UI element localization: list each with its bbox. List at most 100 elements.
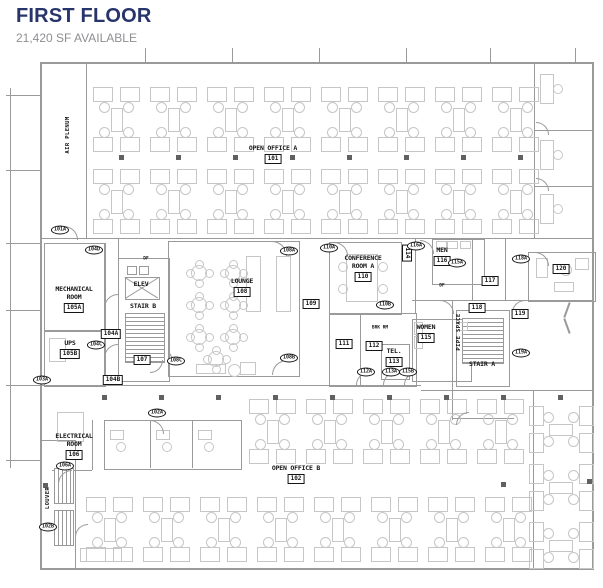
small-label: BRK RM — [371, 325, 389, 331]
room-label: STAIR B — [130, 301, 156, 310]
furniture-desk — [447, 241, 458, 249]
furniture-chair — [553, 150, 563, 160]
lounge-table — [220, 324, 248, 352]
header: FIRST FLOOR 21,420 SF AVAILABLE — [16, 5, 152, 45]
workstation-cluster — [427, 496, 475, 562]
room-outline — [127, 266, 137, 275]
room-number: 101 — [264, 154, 282, 164]
furniture-chair — [378, 284, 388, 294]
room-number: 107 — [133, 355, 151, 365]
lounge-table — [186, 260, 214, 288]
workstation-cluster — [206, 168, 254, 234]
room-label: OPEN OFFICE B — [271, 463, 321, 472]
room-outline — [139, 266, 149, 275]
double-door-leaf — [563, 302, 571, 318]
furniture-desk — [536, 258, 548, 278]
double-door-leaf — [563, 318, 571, 334]
furniture-desk — [246, 256, 261, 312]
number-tag: 104A — [100, 329, 122, 339]
furniture-chair — [228, 364, 241, 377]
room-number: 115 — [417, 333, 435, 343]
door-arc — [536, 122, 549, 135]
furniture-desk — [198, 430, 212, 440]
wall — [40, 238, 594, 239]
workstation-cluster — [92, 168, 140, 234]
workstation-cluster — [362, 398, 410, 464]
door-tag: 102B — [38, 522, 58, 532]
wall — [505, 238, 506, 301]
column-marker — [216, 395, 221, 400]
door-arc — [104, 294, 118, 308]
furniture-desk — [240, 362, 256, 375]
furniture-desk — [456, 322, 468, 331]
wall — [412, 300, 594, 301]
workstation-cluster — [434, 86, 482, 152]
door-tag: 110B — [375, 300, 395, 310]
room-outline — [118, 258, 170, 382]
room-number: 106 — [65, 450, 83, 460]
furniture-chair — [553, 204, 563, 214]
workstation-cluster — [320, 86, 368, 152]
furniture-desk — [57, 412, 84, 442]
number-tag: 119 — [511, 309, 529, 319]
furniture-chair — [116, 442, 126, 452]
column-marker — [102, 395, 107, 400]
elevator-shaft — [125, 277, 160, 300]
workstation-cluster — [320, 168, 368, 234]
workstation-cluster — [377, 168, 425, 234]
wall — [104, 243, 105, 385]
workstation-cluster — [149, 168, 197, 234]
wall — [150, 420, 151, 468]
furniture-chair — [338, 284, 348, 294]
door-tag: 102A — [147, 408, 167, 418]
column-marker — [43, 483, 48, 488]
wall — [40, 62, 42, 570]
wall — [421, 390, 594, 391]
workstation-cluster — [529, 521, 595, 569]
workstation-cluster — [206, 86, 254, 152]
room-label: WOMEN — [416, 322, 436, 331]
door-tag: 113A — [381, 367, 401, 377]
door-tag: 118A — [511, 254, 531, 264]
wall — [75, 440, 76, 568]
stair-hatch — [462, 318, 504, 364]
room-number: 102 — [287, 474, 305, 484]
column-marker — [518, 155, 523, 160]
room-label: TEL. — [386, 346, 402, 355]
rack-hatch — [54, 510, 74, 546]
wall — [490, 48, 491, 62]
vertical-label: LOUVER — [45, 486, 51, 510]
workstation-cluster — [529, 463, 595, 511]
wall — [360, 313, 361, 385]
door-tag: 115B — [398, 367, 418, 377]
workstation-cluster — [92, 86, 140, 152]
vertical-label: PIPE SPACE — [456, 313, 462, 351]
column-marker — [273, 395, 278, 400]
workstation-cluster — [85, 496, 133, 562]
door-arc — [456, 412, 469, 425]
door-tag: 106A — [55, 461, 75, 471]
number-tag: 120 — [552, 264, 570, 274]
wall — [192, 420, 193, 468]
room-label: OPEN OFFICE A — [248, 143, 298, 152]
room-outline — [44, 330, 106, 387]
wall — [40, 62, 594, 64]
door-tag: 116A — [406, 241, 426, 251]
door-tag: 101A — [50, 225, 70, 235]
lounge-table — [186, 324, 214, 352]
room-label: ELECTRICAL ROOM — [55, 431, 93, 448]
door-arc — [536, 178, 549, 191]
furniture-chair — [553, 84, 563, 94]
door-tag: 119A — [511, 348, 531, 358]
room-label: CONFERENCE ROOM A — [344, 253, 382, 270]
number-tag: 104B — [102, 375, 124, 385]
column-marker — [330, 395, 335, 400]
workstation-cluster — [313, 496, 361, 562]
room-label: UPS — [64, 338, 76, 347]
room-outline — [44, 243, 106, 332]
wall — [10, 88, 11, 468]
room-label: LOUNGE — [230, 276, 254, 285]
workstation-cluster — [149, 86, 197, 152]
wall — [232, 48, 233, 62]
page-title: FIRST FLOOR — [16, 5, 152, 27]
